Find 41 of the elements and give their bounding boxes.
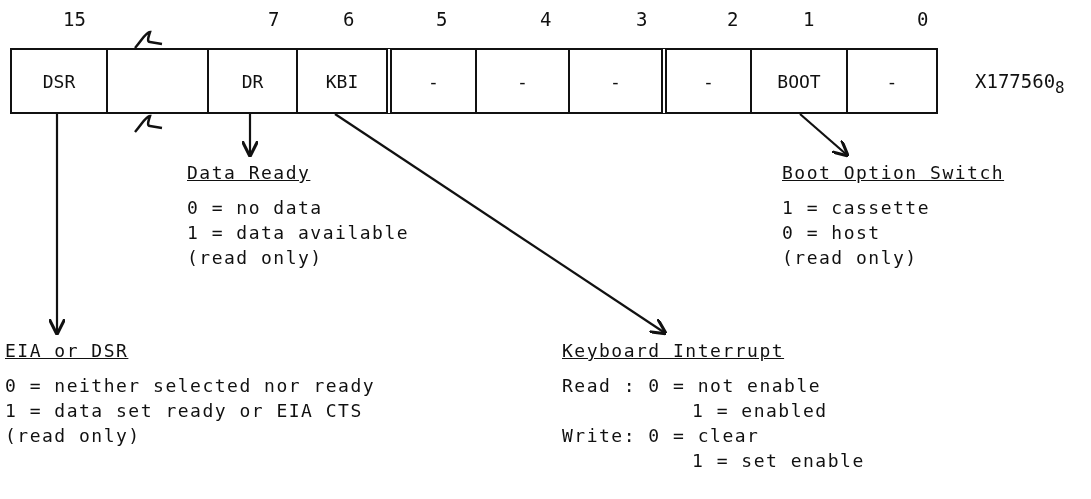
definition-text: (read only) (782, 246, 918, 270)
bit-number: 1 (803, 8, 815, 30)
definition-text: 1 = enabled (692, 399, 828, 423)
register-cell: - (568, 48, 663, 114)
definition-text: 1 = data set ready or EIA CTS (5, 399, 363, 423)
definition-text: (read only) (187, 246, 323, 270)
bit-number: 6 (343, 8, 355, 30)
bit-number: 0 (917, 8, 929, 30)
register-cell: BOOT (750, 48, 848, 114)
register-cell: KBI (296, 48, 388, 114)
bit-number: 15 (63, 8, 86, 30)
definition-text: 1 = set enable (692, 449, 865, 473)
register-cell (106, 48, 209, 114)
register-cell: DR (207, 48, 298, 114)
register-cell: - (661, 48, 752, 114)
definition-text: 1 = cassette (782, 196, 931, 220)
definition-text: Write: 0 = clear (562, 424, 760, 448)
register-cell: DSR (10, 48, 108, 114)
definition-text: 0 = host (782, 221, 881, 245)
heading-text: Keyboard Interrupt (562, 339, 785, 363)
bit-number: 4 (540, 8, 552, 30)
register-cell: - (475, 48, 570, 114)
bit-number: 3 (636, 8, 648, 30)
bit-number: 7 (268, 8, 280, 30)
definition-text: 1 = data available (187, 221, 410, 245)
heading-text: Data Ready (187, 161, 311, 185)
definition-text: Read : 0 = not enable (562, 374, 822, 398)
bit-number: 5 (436, 8, 448, 30)
arrow (240, 114, 260, 159)
definition-text: 0 = no data (187, 196, 323, 220)
heading-text: EIA or DSR (5, 339, 129, 363)
arrow (799, 113, 850, 158)
arrow (47, 114, 67, 337)
register-cell: - (846, 48, 938, 114)
bit-number: 2 (727, 8, 739, 30)
register-cell: - (386, 48, 477, 114)
definition-text: 0 = neither selected nor ready (5, 374, 376, 398)
register-address: X177560$_{8}$ (975, 70, 1065, 97)
heading-text: Boot Option Switch (782, 161, 1005, 185)
definition-text: (read only) (5, 424, 141, 448)
arrow (334, 113, 668, 336)
